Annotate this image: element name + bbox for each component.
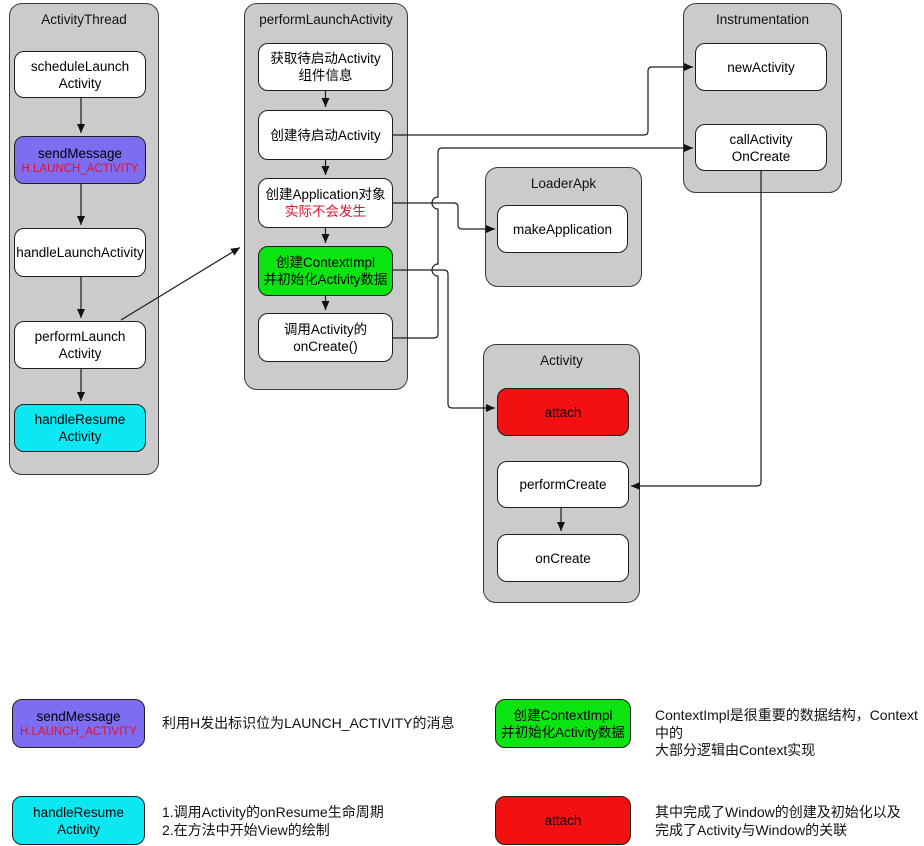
node-perform-create: performCreate	[497, 461, 629, 508]
node-schedule-launch-activity: scheduleLaunch Activity	[14, 51, 146, 98]
legend-box-attach: attach	[495, 796, 631, 845]
node-text: callActivity	[729, 131, 793, 147]
node-create-application: 创建Application对象 实际不会发生	[258, 178, 393, 228]
legend-desc-line: 大部分逻辑由Context实现	[655, 742, 816, 758]
arrow-createapplication-to-makeapplication	[393, 202, 495, 233]
arrow-callactivityoncreate-to-performcreate	[631, 171, 762, 490]
node-call-activity-oncreate: callActivity OnCreate	[695, 124, 827, 171]
legend-box-text: 创建ContextImpl	[513, 707, 613, 723]
legend-box-create-contextimpl: 创建ContextImpl 并初始化Activity数据	[495, 699, 631, 748]
node-text: performLaunch	[34, 329, 126, 344]
node-text: 创建ContextImpl	[275, 255, 376, 270]
legend-desc-attach: 其中完成了Window的创建及初始化以及 完成了Activity与Window的…	[655, 804, 901, 839]
node-text: onCreate	[535, 550, 591, 566]
arrow-createactivity-to-newactivity	[393, 63, 693, 136]
node-text: makeApplication	[512, 221, 613, 237]
node-on-create: onCreate	[497, 534, 629, 582]
node-subtext: H.LAUNCH_ACTIVITY	[21, 162, 139, 175]
node-get-component-info: 获取待启动Activity 组件信息	[258, 43, 393, 91]
node-text: OnCreate	[731, 148, 791, 164]
node-text: Activity	[58, 429, 102, 444]
node-send-message: sendMessage H.LAUNCH_ACTIVITY	[14, 136, 146, 184]
node-create-target-activity: 创建待启动Activity	[258, 110, 393, 160]
legend-box-send-message: sendMessage H.LAUNCH_ACTIVITY	[12, 699, 145, 748]
node-text: 创建Application对象	[265, 187, 386, 202]
legend-box-text: handleResume	[33, 804, 124, 820]
legend-desc-line: 2.在方法中开始View的绘制	[162, 821, 330, 838]
arrow-createcontext-to-attach	[393, 269, 495, 412]
legend-desc-line: 1.调用Activity的onResume生命周期	[162, 804, 384, 820]
node-text: newActivity	[727, 59, 795, 75]
node-text: 获取待启动Activity	[270, 51, 381, 66]
group-title-activity-thread: ActivityThread	[41, 12, 127, 27]
group-title-instrumentation: Instrumentation	[715, 12, 810, 27]
legend-box-subtext: H.LAUNCH_ACTIVITY	[20, 726, 137, 738]
group-title-loader-apk: LoaderApk	[530, 176, 597, 191]
node-text: performCreate	[519, 477, 607, 492]
legend-box-text: Activity	[57, 821, 100, 837]
node-text: attach	[544, 404, 582, 420]
node-subtext: 实际不会发生	[285, 204, 366, 219]
node-make-application: makeApplication	[497, 205, 628, 253]
node-text: scheduleLaunch	[30, 58, 130, 74]
node-text: 组件信息	[298, 68, 353, 83]
legend-desc-create-contextimpl: ContextImpl是很重要的数据结构，Context中的 大部分逻辑由Con…	[655, 707, 924, 760]
node-text: 并初始化Activity数据	[263, 272, 388, 287]
node-text: Activity	[58, 346, 102, 361]
legend-box-handle-resume: handleResume Activity	[12, 796, 145, 845]
legend-box-text: sendMessage	[36, 709, 121, 724]
node-call-activity-oncreate-step: 调用Activity的 onCreate()	[258, 313, 393, 362]
group-title-activity: Activity	[540, 353, 583, 368]
node-create-contextimpl: 创建ContextImpl 并初始化Activity数据	[258, 246, 393, 296]
node-text: 创建待启动Activity	[270, 127, 381, 143]
legend-box-text: 并初始化Activity数据	[501, 724, 625, 740]
legend-desc-handle-resume: 1.调用Activity的onResume生命周期 2.在方法中开始View的绘…	[162, 804, 384, 839]
legend-desc-line: ContextImpl是很重要的数据结构，Context中的	[655, 707, 918, 741]
node-text: Activity	[58, 75, 102, 91]
legend-desc-send-message: 利用H发出标识位为LAUNCH_ACTIVITY的消息	[162, 699, 454, 748]
node-text: handleResume	[34, 412, 126, 427]
node-text: sendMessage	[37, 145, 123, 161]
legend-box-text: attach	[544, 813, 582, 828]
group-title-perform-launch-activity: performLaunchActivity	[259, 12, 393, 27]
node-text: onCreate()	[293, 338, 358, 354]
node-new-activity: newActivity	[695, 43, 827, 91]
node-handle-launch-activity: handleLaunchActivity	[14, 228, 146, 277]
node-attach: attach	[497, 388, 629, 436]
legend-desc-line: 其中完成了Window的创建及初始化以及	[655, 804, 901, 820]
node-text: handleLaunchActivity	[16, 245, 144, 260]
node-perform-launch-activity: performLaunch Activity	[14, 321, 146, 369]
legend-desc-line: 利用H发出标识位为LAUNCH_ACTIVITY的消息	[162, 714, 455, 731]
node-text: 调用Activity的	[283, 321, 368, 337]
node-handle-resume-activity: handleResume Activity	[14, 404, 146, 452]
legend-desc-line: 完成了Activity与Window的关联	[655, 821, 848, 838]
